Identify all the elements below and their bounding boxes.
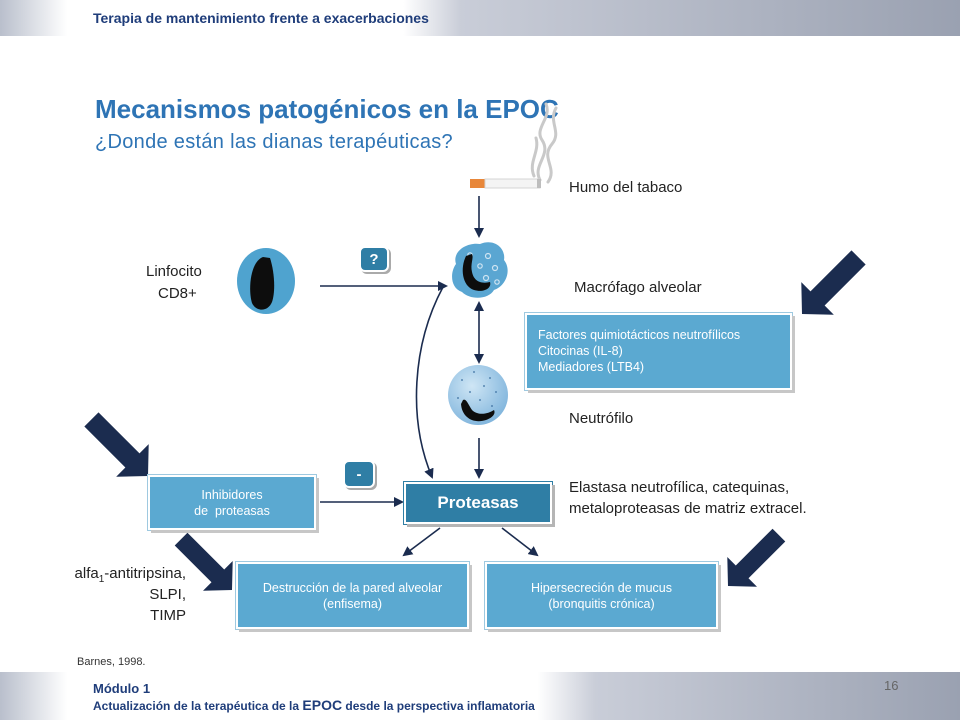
banner-title: Terapia de mantenimiento frente a exacer…: [93, 10, 429, 26]
slide-title: Mecanismos patogénicos en la EPOC: [95, 94, 559, 124]
page-number: 16: [884, 678, 899, 693]
proteases-description-line2: metaloproteasas de matriz extracel.: [569, 500, 807, 517]
inhibitors-line-1: Inhibidores: [201, 487, 263, 502]
neutrophil-label: Neutrófilo: [569, 410, 634, 427]
target-arrow-inhibitors: [84, 412, 149, 477]
hypersecretion-line-2: (bronquitis crónica): [548, 596, 655, 611]
alveolar-destruction-box: Destrucción de la pared alveolar (enfise…: [236, 562, 469, 629]
lymphocyte-icon: [237, 248, 295, 314]
inhibition-minus-badge: -: [343, 460, 375, 488]
module-subtitle: Actualización de la terapéutica de la EP…: [93, 697, 535, 713]
proteases-box: Proteasas: [404, 482, 552, 524]
inhibitors-line-2: de proteasas: [194, 503, 270, 518]
top-banner: [0, 0, 960, 36]
factors-line-3: Mediadores (LTB4): [538, 360, 645, 374]
hypersecretion-line-1: Hipersecreción de mucus: [530, 580, 673, 595]
destruction-line-2: (enfisema): [322, 596, 383, 611]
inhibitor-example-timp: TIMP: [150, 607, 186, 624]
chemotactic-factors-box: Factores quimiotácticos neutrofílicos Ci…: [525, 313, 792, 390]
lymphocyte-label-line1: Linfocito: [146, 263, 202, 280]
macrophage-label: Macrófago alveolar: [574, 279, 702, 296]
protease-inhibitors-box: Inhibidores de proteasas: [148, 475, 316, 530]
mucus-hypersecretion-box: Hipersecreción de mucus (bronquitis crón…: [485, 562, 718, 629]
inhibitor-example-slpi: SLPI,: [149, 586, 186, 603]
slide-subtitle: ¿Donde están las dianas terapéuticas?: [95, 131, 453, 153]
target-arrow-destruction: [174, 532, 233, 591]
smoke-icon: [530, 102, 558, 184]
macrophage-icon: [452, 242, 508, 298]
connector-arrows: [320, 196, 539, 557]
factors-line-2: Citocinas (IL-8): [538, 344, 623, 358]
proteases-description-line1: Elastasa neutrofílica, catequinas,: [569, 479, 790, 496]
neutrophil-icon: [448, 365, 508, 425]
cigarette-icon: [470, 178, 541, 189]
target-arrow-hypersecretion: [727, 528, 786, 587]
destruction-line-1: Destrucción de la pared alveolar: [262, 580, 443, 595]
lymphocyte-label-line2: CD8+: [158, 285, 197, 302]
reference-citation: Barnes, 1998.: [77, 656, 146, 668]
factors-line-1: Factores quimiotácticos neutrofílicos: [538, 328, 741, 342]
tobacco-label: Humo del tabaco: [569, 179, 683, 196]
bottom-banner: [0, 672, 960, 720]
inhibitor-example-alfa: alfa1-antitripsina,: [74, 565, 186, 585]
unknown-mechanism-badge: ?: [359, 246, 389, 272]
module-title: Módulo 1: [93, 681, 151, 696]
target-arrow-factors: [801, 250, 866, 315]
